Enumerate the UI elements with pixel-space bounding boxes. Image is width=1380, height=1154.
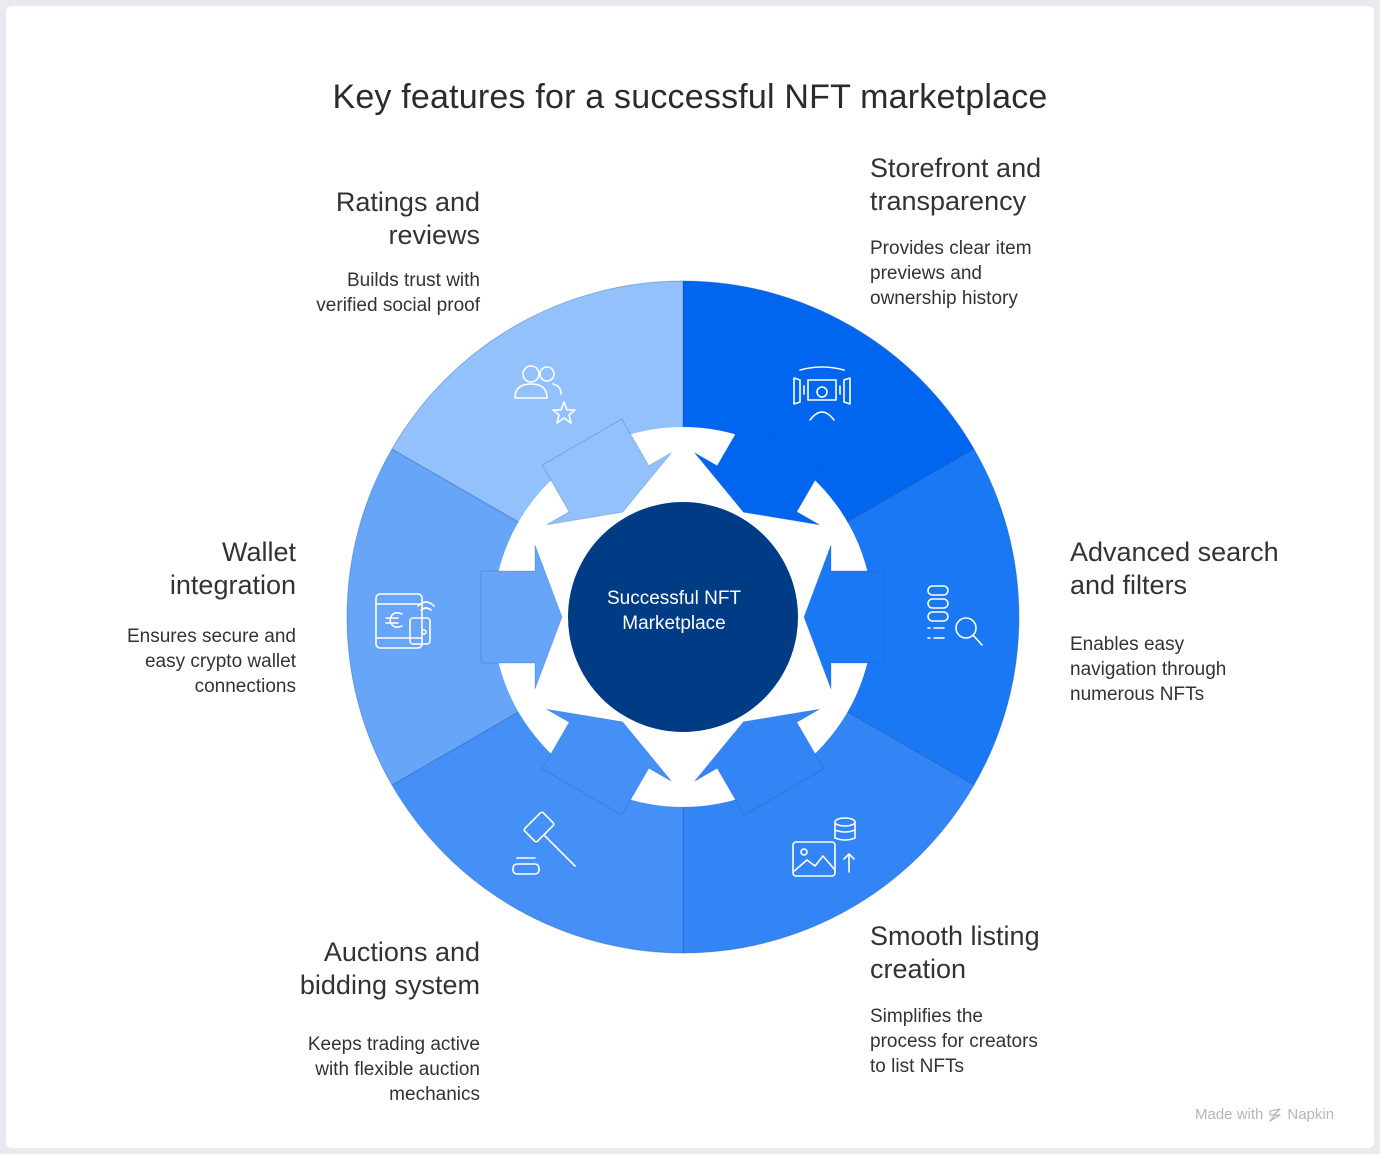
users-star-icon (514, 365, 576, 424)
arrow-auctions (541, 708, 672, 816)
feature-ring (346, 280, 1020, 954)
feature-auctions: Auctions and bidding system Keeps tradin… (220, 936, 480, 1107)
feature-description: Enables easy navigation through numerous… (1070, 634, 1227, 705)
ring-arrows (480, 418, 886, 816)
arrow-wallet (480, 544, 563, 690)
feature-description: Provides clear item previews and ownersh… (870, 238, 1032, 309)
ring-icons (375, 365, 983, 877)
center-circle (568, 502, 798, 732)
diagram-title: Key features for a successful NFT market… (332, 78, 1048, 116)
arrow-listing (694, 708, 825, 816)
center-label-line-1: Successful NFT (606, 588, 742, 609)
arrow-storefront (694, 418, 825, 526)
feature-ratings: Ratings and reviews Builds trust with ve… (240, 186, 480, 318)
image-upload-icon (792, 817, 856, 877)
diagram-card: Key features for a successful NFT market… (6, 6, 1374, 1148)
feature-listing: Smooth listing creation Simplifies the p… (870, 920, 1130, 1079)
feature-search: Advanced search and filters Enables easy… (1070, 536, 1360, 707)
made-with-napkin: Made with Napkin (1195, 1106, 1334, 1123)
feature-title: Smooth listing creation (870, 921, 1040, 984)
feature-description: Ensures secure and easy crypto wallet co… (127, 626, 296, 697)
made-with-text: Made with (1195, 1106, 1264, 1123)
feature-description: Simplifies the process for creators to l… (870, 1006, 1038, 1077)
feature-title: Ratings and reviews (335, 187, 480, 250)
search-filter-icon (927, 585, 983, 646)
feature-description: Keeps trading active with flexible aucti… (307, 1034, 480, 1105)
gavel-icon (512, 811, 576, 875)
gallery-frame-icon (793, 366, 851, 421)
napkin-logo-icon (1269, 1107, 1282, 1122)
feature-wallet: Wallet integration Ensures secure and ea… (76, 536, 296, 699)
arrow-ratings (541, 418, 672, 526)
crypto-wallet-icon (375, 593, 435, 649)
feature-title: Auctions and bidding system (299, 937, 480, 1000)
center-label-line-2: Marketplace (622, 613, 726, 634)
feature-title: Storefront and transparency (870, 153, 1042, 216)
center-label: Successful NFT Marketplace (600, 586, 748, 636)
napkin-brand-name: Napkin (1287, 1106, 1335, 1123)
feature-description: Builds trust with verified social proof (316, 270, 480, 316)
feature-title: Wallet integration (169, 537, 296, 600)
arrow-search (803, 544, 886, 690)
feature-storefront: Storefront and transparency Provides cle… (870, 152, 1130, 311)
feature-title: Advanced search and filters (1070, 537, 1279, 600)
